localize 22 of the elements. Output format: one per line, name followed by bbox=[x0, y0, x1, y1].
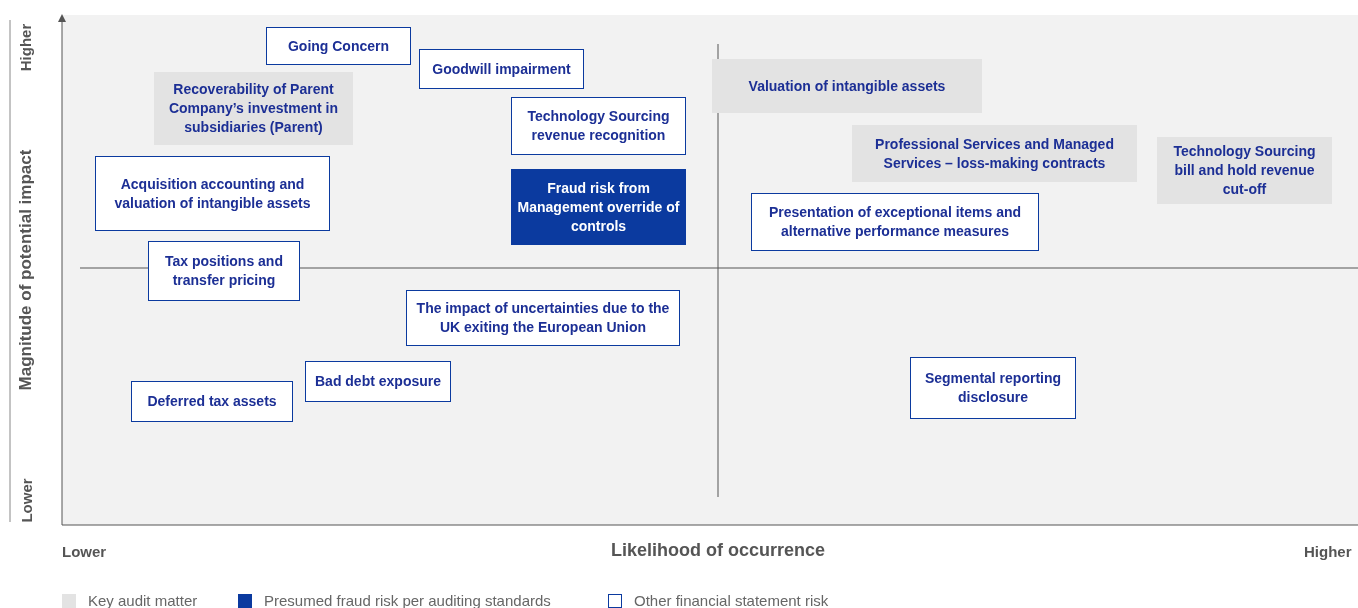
risk-box: Tax positions and transfer pricing bbox=[148, 241, 300, 301]
fraud-risk-box: Fraud risk from Management override of controls bbox=[511, 169, 686, 245]
axis-end-label: Lower bbox=[17, 477, 35, 523]
risk-box: Bad debt exposure bbox=[305, 361, 451, 402]
risk-box: Technology Sourcing revenue recognition bbox=[511, 97, 686, 155]
risk-box: The impact of uncertainties due to the UK exiting the European Union bbox=[406, 290, 680, 346]
axis-title: Magnitude of potential impact bbox=[15, 149, 36, 391]
axis-end-label: Higher bbox=[1304, 543, 1352, 560]
axis-end-label: Lower bbox=[62, 543, 107, 560]
axis-title: Likelihood of occurrence bbox=[611, 540, 826, 561]
risk-box: Deferred tax assets bbox=[131, 381, 293, 422]
axis-end-label: Higher bbox=[17, 23, 35, 71]
key-audit-matter-box: Recoverability of Parent Company’s investment in subsidiaries (Parent) bbox=[154, 72, 353, 145]
risk-box: Goodwill impairment bbox=[419, 49, 584, 89]
risk-box: Going Concern bbox=[266, 27, 411, 65]
risk-box: Acquisition accounting and valuation of intangible assets bbox=[95, 156, 330, 231]
key-audit-matter-box: Valuation of intangible assets bbox=[712, 59, 982, 113]
legend-label: Other financial statement risk bbox=[634, 592, 829, 608]
risk-box: Presentation of exceptional items and alternative performance measures bbox=[751, 193, 1039, 251]
key-audit-matter-box: Technology Sourcing bill and hold revenue cut-off bbox=[1157, 137, 1332, 204]
risk-box: Segmental reporting disclosure bbox=[910, 357, 1076, 419]
key-audit-matter-box: Professional Services and Managed Services – loss-making contracts bbox=[852, 125, 1137, 182]
